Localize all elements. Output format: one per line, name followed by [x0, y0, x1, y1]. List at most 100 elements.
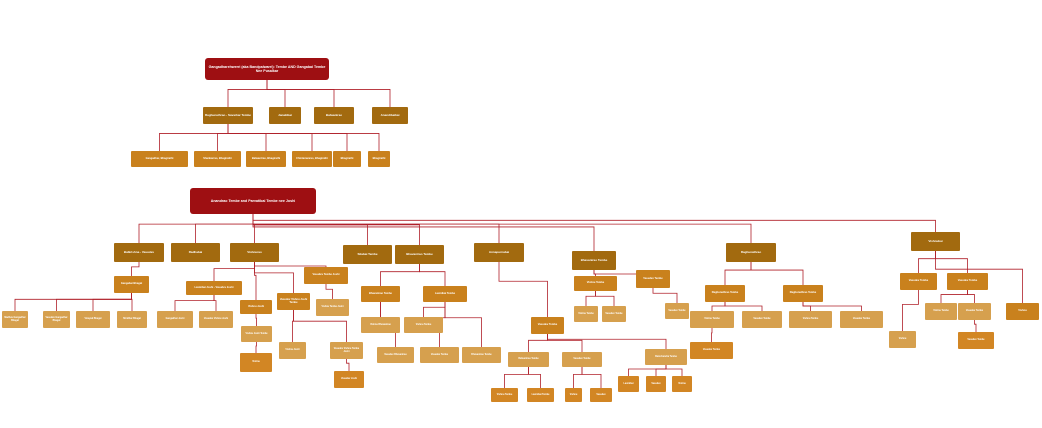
connector-line	[380, 264, 420, 286]
person-node: Bhagirathi	[333, 151, 361, 167]
connector-line	[254, 262, 294, 293]
person-node: Gangadhar, Bhagirathi	[131, 151, 188, 167]
person-node: Vishnu Bhavanirao	[361, 317, 400, 333]
person-node: Bhagirathi	[368, 151, 390, 167]
person-node: Raghunathrao - Savarkar Tembe	[203, 107, 253, 124]
connector-line	[227, 80, 268, 107]
person-node: Vasudev Tembe	[562, 352, 602, 367]
connector-line	[266, 80, 391, 107]
connector-line	[174, 295, 215, 311]
connector-line	[213, 262, 255, 281]
person-node: Vishnu	[672, 376, 692, 392]
connector-line	[138, 214, 254, 243]
person-node: Raghunathrao	[726, 243, 776, 262]
connector-line	[528, 334, 548, 352]
connector-line	[547, 334, 667, 349]
connector-line	[266, 80, 335, 107]
person-node: Gangabai Bhagat	[114, 276, 149, 293]
connector-line	[665, 365, 683, 376]
person-node: Vasudev Bhavanirao	[377, 347, 414, 363]
connector-line	[581, 367, 602, 388]
person-node: Chintamanrao, Bhagirathi	[292, 151, 332, 167]
connector-line	[255, 314, 257, 326]
person-node: Vasudev Gangadhar Bhagat	[43, 311, 70, 328]
connector-line	[802, 302, 811, 311]
person-node: Vasudev Tembe	[947, 273, 988, 290]
person-node: Vishnu Tembe	[404, 317, 443, 333]
connector-line	[967, 290, 975, 303]
connector-line	[252, 214, 420, 245]
person-node: Vasudev Tembe	[636, 270, 670, 288]
person-node: Vasudev Tembe	[665, 303, 689, 319]
connector-line	[935, 251, 1023, 303]
person-node: Vasudev Tembe	[742, 311, 782, 328]
connector-line	[935, 251, 968, 273]
connector-line	[227, 124, 267, 151]
connector-line	[652, 288, 678, 303]
person-node: Madhav Gangadhar Bhagat	[2, 311, 28, 328]
person-node: Vishnu Joshi	[240, 300, 272, 314]
connector-line	[255, 342, 257, 353]
connector-line	[293, 310, 347, 342]
person-node: Balwantrao, Bhagirathi	[246, 151, 286, 167]
person-node: Vishnu	[565, 388, 582, 402]
person-node: Vasudev Joshi	[334, 371, 364, 388]
person-node: Ramchandra Tembe	[645, 349, 687, 365]
connector-line	[547, 334, 583, 352]
connector-line	[595, 291, 615, 306]
connector-line	[266, 80, 286, 107]
connector-line	[346, 359, 350, 371]
connector-line	[213, 295, 217, 311]
connector-line	[254, 262, 327, 267]
connector-line	[131, 293, 133, 311]
person-node: Vishnu Tembe	[925, 303, 957, 320]
person-node: Shankarrao, Bhagirathi	[194, 151, 241, 167]
person-node: Vasudev	[590, 388, 612, 402]
person-node: Gangadhar Joshi	[157, 311, 193, 328]
connector-line	[918, 251, 936, 273]
connector-line	[252, 214, 752, 243]
person-node: Shridhar Bhagat	[117, 311, 147, 328]
connector-line	[902, 290, 919, 331]
person-node: Raghunathrao Tembe	[783, 285, 823, 302]
person-node: Balwantrao Tembe	[508, 352, 549, 367]
connector-line	[252, 214, 368, 245]
person-node: Janakibai	[269, 107, 301, 124]
person-node: Anandibaibai	[372, 107, 408, 124]
person-node: Vasudev Tembe Joshi	[304, 267, 348, 284]
person-node: Laxmibai Tembe	[527, 388, 554, 402]
person-node: Vishnurao	[230, 243, 279, 262]
connector-line	[711, 328, 713, 342]
connector-line	[252, 214, 500, 243]
connector-line	[227, 124, 313, 151]
connector-line	[419, 264, 446, 286]
connector-line	[227, 124, 348, 151]
person-node: Bhavanirao Tembe	[361, 286, 400, 302]
person-node: Vishnu	[889, 331, 916, 348]
connector-line	[195, 214, 254, 243]
connector-line	[444, 302, 482, 347]
connector-line	[92, 293, 132, 311]
person-node: Bhavanirao Tembe	[462, 347, 501, 363]
connector-line	[573, 367, 583, 388]
person-node: Vasudev Tembe	[958, 303, 991, 320]
connector-line	[802, 302, 862, 311]
person-node: Vinayak Bhagat	[76, 311, 110, 328]
connector-line	[724, 302, 763, 311]
person-node: Vishnu	[240, 353, 272, 372]
root-node: Gangadharehwerri (aka Bandpalwarri): Tem…	[205, 58, 329, 80]
person-node: Bhavanirao Tembe	[395, 245, 444, 264]
person-node: Vasudev	[646, 376, 666, 392]
connector-line	[14, 293, 132, 311]
person-node: Raghunathrao Tembe	[705, 285, 745, 302]
person-node: Vasudev Tembe	[602, 306, 626, 322]
connector-line	[724, 262, 752, 285]
person-node: Vishnu Tembe	[789, 311, 832, 328]
connector-line	[504, 367, 529, 388]
person-node: Vishnu Joshi Tembe	[241, 326, 272, 342]
person-node: Annapurnabai	[474, 243, 524, 262]
connector-line	[217, 124, 229, 151]
person-node: Vishnu Tembe	[690, 311, 734, 328]
person-node: Vishnu Tembe	[574, 306, 598, 322]
